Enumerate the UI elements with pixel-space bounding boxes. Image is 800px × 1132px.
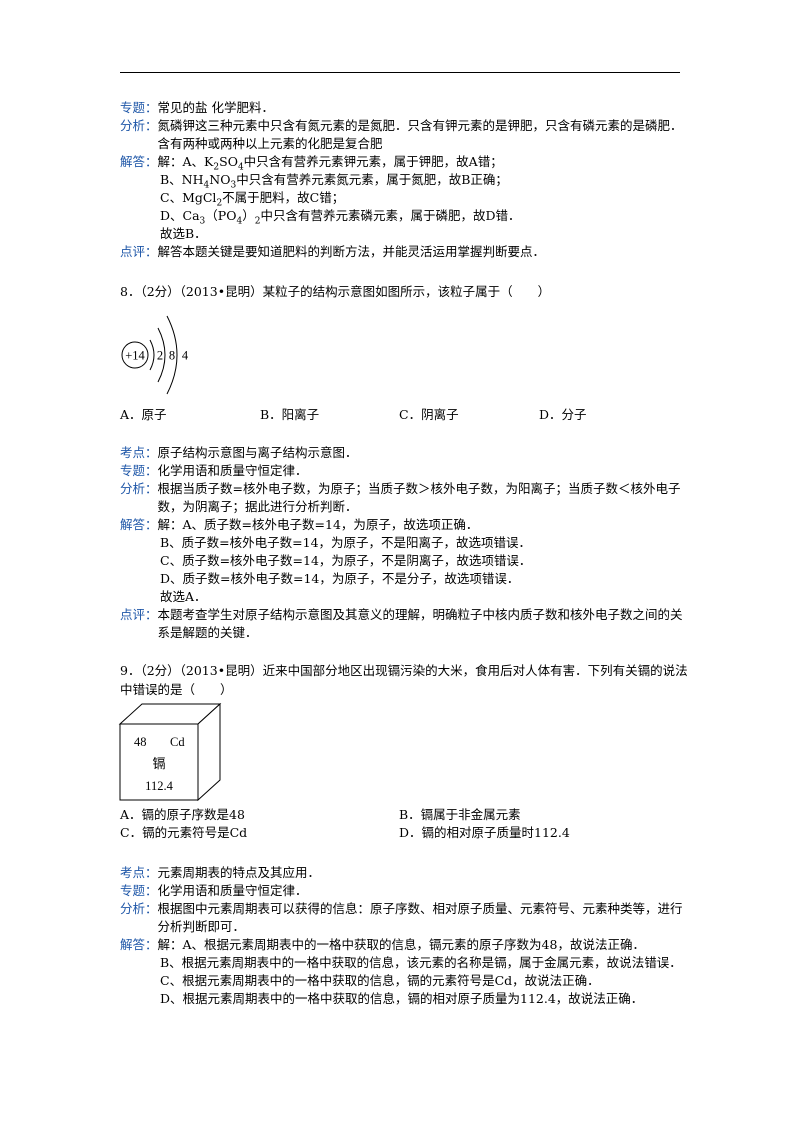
q8-option-d: D．分子 [539,407,587,422]
q8-stem: 8．（2分）（2013•昆明）某粒子的结构示意图如图所示，该粒子属于（ ） [120,284,551,299]
q9-options: A．镉的原子序数是48 B．镉属于非金属元素 C．镉的元素符号是Cd D．镉的相… [120,806,680,842]
jieda-d: D、Ca3（PO4）2中只含有营养元素磷元素，属于磷肥，故D错． [160,208,521,227]
nucleus-circle [121,341,149,369]
header-rule [120,72,680,73]
q9-option-b: B．镉属于非金属元素 [399,807,521,822]
tag-jieda: 解答： [120,937,158,952]
prev-analysis-block: 专题：常见的盐 化学肥料． 分析：氮磷钾这三种元素中只含有氮元素的是氮肥．只含有… [120,99,690,261]
zhuanti-text: 化学用语和质量守恒定律． [157,463,308,478]
q9-option-a: A．镉的原子序数是48 [120,807,245,822]
tag-jieda: 解答： [120,517,158,532]
jieda-choose: 故选B． [160,226,207,241]
tag-kaodian: 考点： [120,865,158,880]
q9-stem: 9．（2分）（2013•昆明）近来中国部分地区出现镉污染的大米，食用后对人体有害… [120,663,688,697]
tag-zhuanti: 专题： [120,883,158,898]
element-name: 镉 [152,756,165,772]
zhuanti-text: 化学用语和质量守恒定律． [157,883,308,898]
zhuanti-text: 常见的盐 化学肥料． [157,100,274,115]
q9-option-d: D．镉的相对原子质量时112.4 [399,825,570,840]
jieda-choose: 故选A． [160,589,207,604]
kaodian-text: 元素周期表的特点及其应用． [157,865,321,880]
q8-analysis-block: 考点：原子结构示意图与离子结构示意图． 专题：化学用语和质量守恒定律． 分析：根… [120,444,690,642]
jieda-a: 解：A、根据元素周期表中的一格中获取的信息，镉元素的原子序数为48，故说法正确． [157,937,645,952]
tag-fenxi: 分析： [120,481,158,496]
jieda-b: B、根据元素周期表中的一格中获取的信息，该元素的名称是镉，属于金属元素，故说法错… [160,955,682,970]
element-cell-cube: 48 Cd 镉 112.4 [118,702,222,802]
atom-structure-diagram: +14 2 8 4 [121,315,189,395]
tag-zhuanti: 专题： [120,463,158,478]
tag-fenxi: 分析： [120,118,158,133]
nucleus-label: +14 [125,349,145,363]
tag-kaodian: 考点： [120,445,158,460]
cube-front-face [119,723,199,801]
jieda-c: C、MgCl2不属于肥料，故C错； [160,190,345,209]
q9-option-c: C．镉的元素符号是Cd [120,825,248,840]
q8-options: A．原子 B．阳离子 C．阴离子 D．分子 [120,406,680,424]
jieda-c: C、根据元素周期表中的一格中获取的信息，镉的元素符号是Cd，故说法正确． [160,973,600,988]
dianping-text: 本题考查学生对原子结构示意图及其意义的理解，明确粒子中核内质子数和核外电子数之间… [157,607,683,640]
tag-zhuanti: 专题： [120,100,158,115]
fenxi-text: 氮磷钾这三种元素中只含有氮元素的是氮肥．只含有钾元素的是钾肥，只含有磷元素的是磷… [157,118,683,151]
kaodian-text: 原子结构示意图与离子结构示意图． [157,445,358,460]
jieda-d: D、根据元素周期表中的一格中获取的信息，镉的相对原子质量为112.4，故说法正确… [160,991,644,1006]
jieda-b: B、质子数=核外电子数=14，为原子，不是阳离子，故选项错误． [160,535,532,550]
tag-dianping: 点评： [120,607,158,622]
element-symbol: Cd [170,735,185,749]
shell-2-count: 8 [169,349,175,363]
q9-analysis-block: 考点：元素周期表的特点及其应用． 专题：化学用语和质量守恒定律． 分析：根据图中… [120,864,690,1008]
shell-1-count: 2 [157,349,163,363]
q8-option-a: A．原子 [120,407,167,422]
fenxi-text: 根据图中元素周期表可以获得的信息：原子序数、相对原子质量、元素符号、元素种类等，… [157,901,683,934]
jieda-b: B、NH4NO3中只含有营养元素氮元素，属于氮肥，故B正确； [160,172,508,191]
jieda-a: 解：A、质子数=核外电子数=14，为原子，故选项正确． [157,517,479,532]
dianping-text: 解答本题关键是要知道肥料的判断方法，并能灵活运用掌握判断要点． [157,244,546,259]
fenxi-text: 根据当质子数=核外电子数，为原子；当质子数＞核外电子数，为阳离子；当质子数＜核外… [157,481,681,514]
q8-option-c: C．阴离子 [399,407,459,422]
jieda-d: D、质子数=核外电子数=14，为原子，不是分子，故选项错误． [160,571,520,586]
q8-option-b: B．阳离子 [260,407,320,422]
atomic-number: 48 [134,735,147,749]
shell-arc-3 [166,315,178,395]
jieda-a: 解：A、K2SO4中只含有营养元素钾元素，属于钾肥，故A错； [157,154,503,173]
atomic-mass: 112.4 [145,779,173,793]
jieda-c: C、质子数=核外电子数=14，为原子，不是阴离子，故选项错误． [160,553,532,568]
tag-jieda: 解答： [120,154,158,169]
shell-arc-2 [157,327,166,383]
tag-dianping: 点评： [120,244,158,259]
shell-arc-1 [149,339,155,371]
shell-3-count: 4 [182,349,189,363]
tag-fenxi: 分析： [120,901,158,916]
